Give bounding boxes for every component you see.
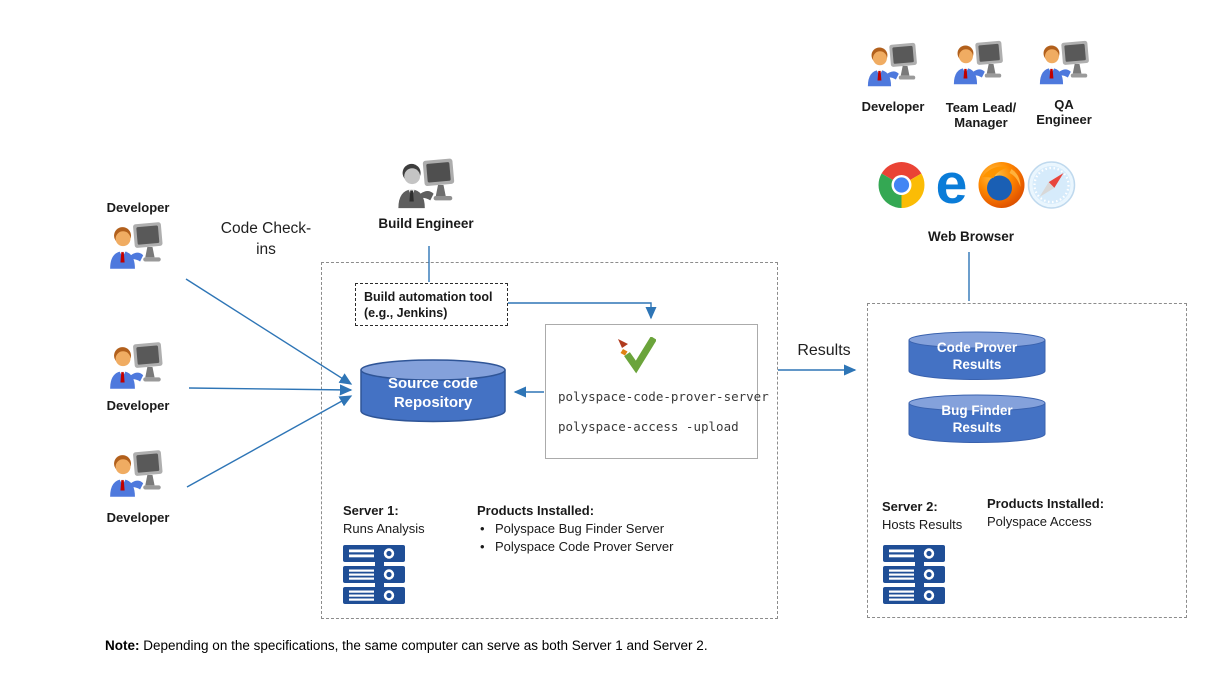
server1-products-title: Products Installed: [477,503,595,518]
build-engineer-label: Build Engineer [378,216,474,231]
server1-product-1: Polyspace Bug Finder Server [477,520,673,538]
server1-title: Server 1: [343,503,399,518]
developer1-label: Developer [106,200,170,215]
code-checkins-label: Code Check-ins [220,220,312,258]
code-prover-results-line2: Results [952,357,1002,372]
server2-subtitle: Hosts Results [882,517,963,532]
developer2-label: Developer [106,398,170,413]
team-lead-label-line1: Team Lead/ [945,100,1017,115]
safari-icon [1027,161,1076,209]
developer1-icon [106,220,168,274]
edge-icon: e [935,152,968,216]
code-prover-results-line1: Code Prover [936,340,1018,355]
web-browser-label: Web Browser [927,229,1015,244]
results-label: Results [797,342,851,359]
bug-finder-results-cylinder: Bug Finder Results [908,394,1046,444]
cylinder-shape [908,394,1046,443]
qa-engineer-label-line1: QA [1054,97,1074,112]
bug-finder-results-line1: Bug Finder [941,403,1013,418]
server1-subtitle: Runs Analysis [343,521,425,536]
team-lead-icon [950,38,1008,90]
chrome-icon [878,162,925,208]
firefox-icon [978,162,1025,208]
source-repo-line1: Source code [387,375,479,392]
developer3-label: Developer [106,510,170,525]
build-automation-box: Build automation tool (e.g., Jenkins) [355,283,508,326]
bug-finder-results-line2: Results [952,420,1002,435]
server2-title: Server 2: [882,499,938,514]
note-text: Note: Depending on the specifications, t… [105,638,825,653]
command-line2: polyspace-access -upload [558,419,739,434]
cylinder-shape [908,331,1046,380]
note-body: Depending on the specifications, the sam… [143,638,708,653]
server2-products-title: Products Installed: [987,496,1105,511]
developer3-icon [106,448,168,502]
server2-product-1: Polyspace Access [987,514,1092,529]
build-automation-line2: (e.g., Jenkins) [364,306,448,320]
build-automation-line1: Build automation tool [364,290,493,304]
qa-engineer-label-line2: Engineer [1036,112,1092,127]
server1-rack-icon [342,544,406,606]
browser-icons-row: e [877,152,1076,216]
source-repo-line2: Repository [393,394,473,411]
polyspace-command-box: polyspace-code-prover-server polyspace-a… [545,324,769,459]
code-prover-results-cylinder: Code Prover Results [908,331,1046,381]
qa-engineer-icon [1036,38,1094,90]
top-developer-icon [864,40,922,92]
polyspace-logo-icon [618,337,656,374]
server1-product-2: Polyspace Code Prover Server [477,538,673,556]
build-engineer-icon [394,156,460,214]
team-lead-label-line2: Manager [954,115,1008,130]
server2-rack-icon [882,544,946,606]
note-label: Note: [105,638,144,653]
server2-box [867,303,1187,618]
source-repo-cylinder: Source code Repository [360,359,506,423]
cylinder-shape [360,359,506,423]
developer2-icon [106,340,168,394]
command-line1: polyspace-code-prover-server [558,389,769,404]
top-developer-label: Developer [861,99,925,114]
